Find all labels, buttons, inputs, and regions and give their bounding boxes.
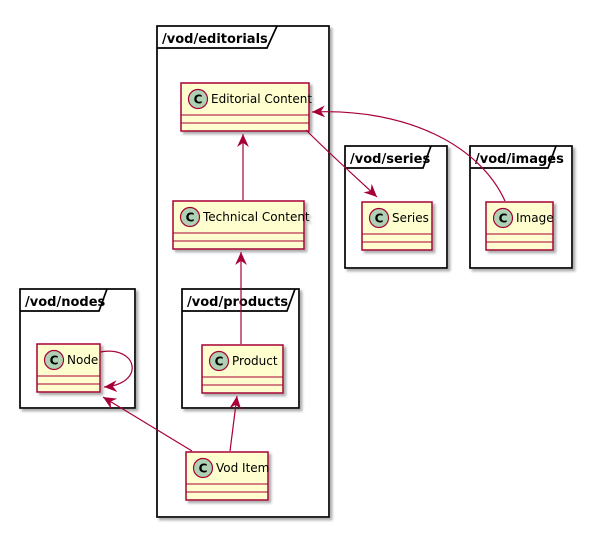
class-icon [208,350,230,372]
class-image: C Image [485,201,554,251]
package-images-tab [470,145,557,169]
class-icon-letter: C [50,354,59,368]
class-editorial-content-label: Editorial Content [211,92,312,106]
package-products-label: /vod/products [187,295,288,310]
class-icon-letter: C [199,462,208,476]
class-editorial-content: C Editorial Content [180,82,312,132]
class-icon [43,349,65,371]
class-icon [368,207,390,229]
class-icon-letter: C [215,355,224,369]
class-series: C Series [361,201,433,251]
class-icon [187,88,209,110]
class-icon [492,207,514,229]
class-node-label: Node [67,353,98,367]
edge-vod-item-to-node [102,396,193,452]
class-image-box [485,201,554,251]
class-icon-letter: C [375,212,384,226]
class-vod-item-label: Vod Item [216,461,269,475]
edge-vod-item-to-product [229,395,242,452]
package-nodes-tab [20,288,108,312]
class-product: C Product [201,344,284,394]
class-vod-item: C Vod Item [185,451,269,501]
class-icon [179,206,201,228]
edge-image-to-editorial-content [311,105,506,202]
package-nodes-label: /vod/nodes [25,295,106,310]
class-icon-letter: C [186,211,195,225]
package-series-label: /vod/series [350,152,430,167]
edge-editorial-content-to-series [305,129,378,198]
class-technical-content: C Technical Content [172,200,310,250]
class-product-label: Product [232,354,278,368]
package-products-tab [182,288,296,312]
class-series-label: Series [392,211,429,225]
class-image-label: Image [516,211,554,225]
package-series-tab [345,145,432,169]
package-images-label: /vod/images [475,152,564,167]
edge-node-self-loop [99,350,133,392]
package-editorials-label: /vod/editorials [162,32,268,47]
class-icon-letter: C [194,93,203,107]
class-series-box [361,201,433,251]
class-node-box [36,343,101,393]
class-technical-content-label: Technical Content [202,210,310,224]
class-icon-letter: C [499,212,508,226]
class-node: C Node [36,343,101,393]
class-icon [192,457,214,479]
package-editorials-tab [157,25,278,49]
